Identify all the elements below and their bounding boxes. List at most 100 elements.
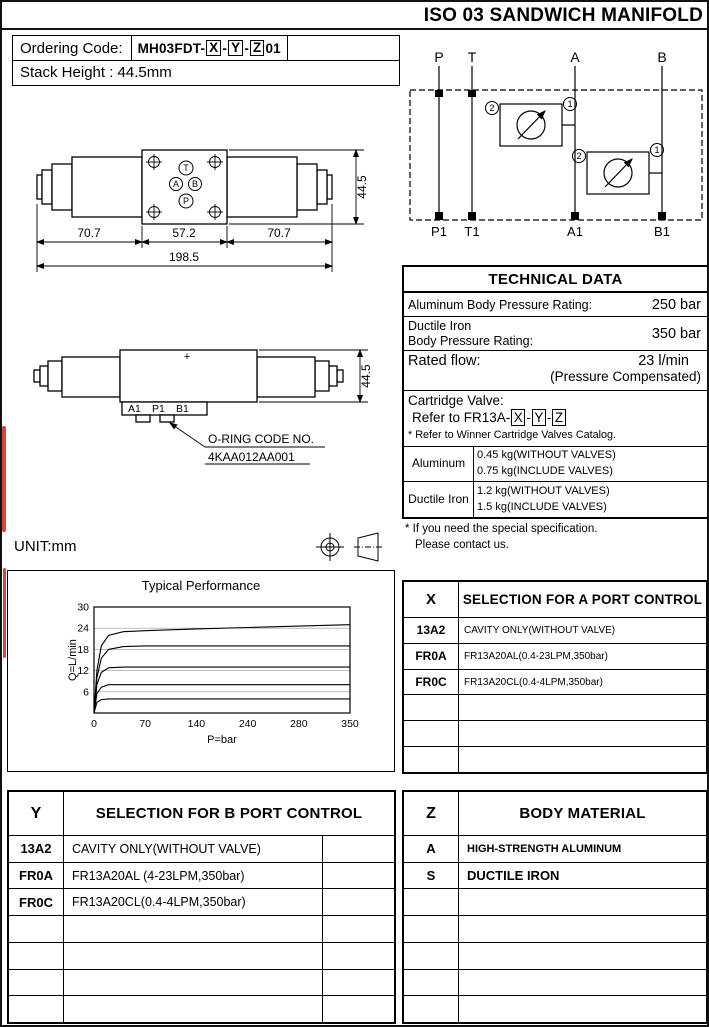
weight-row-aluminum: Aluminum 0.45 kg(WITHOUT VALVES) 0.75 kg… (404, 447, 707, 482)
table-y-header: Y SELECTION FOR B PORT CONTROL (9, 792, 394, 836)
y-tick-label: 24 (77, 623, 89, 635)
weight-include-valves: 1.5 kg(INCLUDE VALVES) (477, 500, 607, 513)
header-band: ISO 03 SANDWICH MANIFOLD (2, 2, 707, 30)
target-circle-symbol (316, 533, 344, 561)
bottom-port-labels: A1 P1 B1 (128, 403, 189, 415)
port-label-a1: A1 (567, 224, 583, 239)
empty-cell (322, 836, 394, 862)
x-tick-label: 0 (91, 718, 97, 730)
plot-frame (93, 606, 351, 714)
series-setting-4lpm (93, 698, 350, 714)
ductile-label-line2: Body Pressure Rating: (408, 333, 534, 348)
weight-values: 1.2 kg(WITHOUT VALVES) 1.5 kg(INCLUDE VA… (474, 482, 707, 517)
cartridge-sep: - (526, 409, 531, 425)
table-row: FR0A FR13A20AL(0.4-23LPM,350bar) (404, 643, 706, 670)
x-tick-label: 240 (239, 718, 257, 730)
table-row-empty (9, 969, 394, 997)
valve-top-view-drawing: T A B P 70.7 57.2 70.7 198.5 44.5 (35, 148, 369, 272)
flow-control-valve-1 (499, 103, 575, 147)
port-label-p: P (434, 49, 443, 65)
sandwich-plate-boundary (409, 89, 703, 221)
port-b1-label: B1 (176, 403, 189, 415)
weight-include-valves: 0.75 kg(INCLUDE VALVES) (477, 465, 613, 477)
x-tick-label: 350 (341, 718, 359, 730)
y-port-selection-table: Y SELECTION FOR B PORT CONTROL 13A2 CAVI… (7, 790, 396, 1024)
technical-data-section: TECHNICAL DATA Aluminum Body Pressure Ra… (402, 265, 707, 553)
x-port-selection-table: X SELECTION FOR A PORT CONTROL 13A2 CAVI… (402, 580, 707, 774)
series-setting-13lpm (93, 666, 350, 714)
option-code: S (404, 862, 459, 889)
table-row-empty (404, 916, 706, 943)
stack-height-row: Stack Height : 44.5mm (12, 59, 400, 86)
port-t-label: T (183, 163, 189, 173)
table-row: S DUCTILE IRON (404, 862, 706, 890)
port-a-label: A (173, 179, 179, 189)
cartridge-valve-row: Cartridge Valve: Refer to FR13A-X-Y-Z * … (404, 391, 707, 447)
y-tick-label: 6 (83, 686, 89, 698)
special-spec-note: * If you need the special specification.… (402, 519, 707, 553)
table-row: 13A2 CAVITY ONLY(WITHOUT VALVE) (9, 836, 394, 863)
oring-callout (169, 422, 325, 465)
option-code: FR0A (404, 643, 459, 669)
empty-cell (322, 862, 394, 889)
x-tick-label: 70 (139, 718, 151, 730)
table-row: FR0A FR13A20AL (4-23LPM,350bar) (9, 862, 394, 890)
cartridge-catalog-note: * Refer to Winner Cartridge Valves Catal… (408, 428, 617, 441)
ordering-code-label: Ordering Code: (20, 39, 123, 57)
ordering-code-row: Ordering Code: MH03FDT- X - Y - Z 01 (12, 35, 400, 61)
item-number-1: 1 (567, 99, 572, 109)
weight-material: Aluminum (404, 447, 474, 481)
option-code: A (404, 836, 459, 862)
red-ink-artifact (3, 568, 6, 658)
option-desc: FR13A20CL(0.4-4LPM,350bar) (464, 676, 603, 688)
table-z-code: Z (404, 792, 459, 835)
center-plus-mark: + (184, 351, 190, 363)
code-suffix: 01 (265, 40, 281, 56)
code-prefix: MH03FDT- (137, 40, 206, 56)
option-desc: FR13A20AL(0.4-23LPM,350bar) (464, 650, 608, 662)
ordering-code-value: MH03FDT- X - Y - Z 01 (130, 36, 288, 60)
table-z-header: Z BODY MATERIAL (404, 792, 706, 836)
special-spec-note-line1: * If you need the special specification. (405, 523, 598, 535)
series-setting-8lpm (93, 684, 350, 714)
port-b-label: B (192, 179, 198, 189)
option-desc: FR13A20AL (4-23LPM,350bar) (72, 868, 245, 883)
code-sep: - (244, 40, 250, 56)
dim-44-5: 44.5 (355, 175, 369, 199)
special-spec-note-line2: Please contact us. (415, 538, 509, 551)
port-p-label: P (183, 196, 189, 206)
valve-bottom-view-drawing: + A1 P1 B1 O-RING CODE NO. 4KAA012AA001 … (33, 348, 373, 465)
cartridge-z-box: Z (552, 408, 566, 426)
table-row-empty (9, 996, 394, 1023)
ductile-pressure-label: Ductile Iron Body Pressure Rating: (408, 319, 533, 349)
dim-198-5: 198.5 (169, 250, 199, 264)
ordering-box: Ordering Code: MH03FDT- X - Y - Z 01 Sta… (12, 35, 400, 86)
dimension-texts: 70.7 57.2 70.7 198.5 44.5 (77, 175, 369, 264)
weight-values: 0.45 kg(WITHOUT VALVES) 0.75 kg(INCLUDE … (474, 447, 707, 481)
projection-angle-symbols (316, 532, 382, 562)
option-code: FR0C (404, 669, 459, 695)
dim-57-2: 57.2 (172, 226, 196, 240)
option-desc: CAVITY ONLY(WITHOUT VALVE) (464, 624, 616, 636)
cartridge-refer-text: Refer to FR13A- (412, 409, 511, 425)
table-row-empty (404, 996, 706, 1023)
rated-flow-note: (Pressure Compensated) (550, 369, 701, 384)
empty-cell (322, 889, 394, 916)
valve-1-item-numbers: 2 1 (485, 97, 577, 115)
dimension-lines (259, 348, 368, 404)
dim-70-7-left: 70.7 (77, 226, 101, 240)
cartridge-label: Cartridge Valve: (408, 393, 504, 408)
weight-without-valves: 0.45 kg(WITHOUT VALVES) (477, 449, 616, 462)
valve-2-item-numbers: 2 1 (572, 143, 664, 163)
table-row-empty (404, 889, 706, 917)
table-row: 13A2 CAVITY ONLY(WITHOUT VALVE) (404, 618, 706, 644)
ductile-pressure-row: Ductile Iron Body Pressure Rating: 350 b… (404, 317, 707, 351)
table-row-empty (404, 969, 706, 997)
ductile-pressure-value: 350 bar (651, 325, 701, 342)
valve-body-outline (33, 349, 344, 423)
weight-row-ductile: Ductile Iron 1.2 kg(WITHOUT VALVES) 1.5 … (404, 482, 707, 517)
table-row: A HIGH-STRENGTH ALUMINUM (404, 836, 706, 863)
table-y-title: SELECTION FOR B PORT CONTROL (95, 805, 363, 822)
port-label-a: A (570, 49, 580, 65)
